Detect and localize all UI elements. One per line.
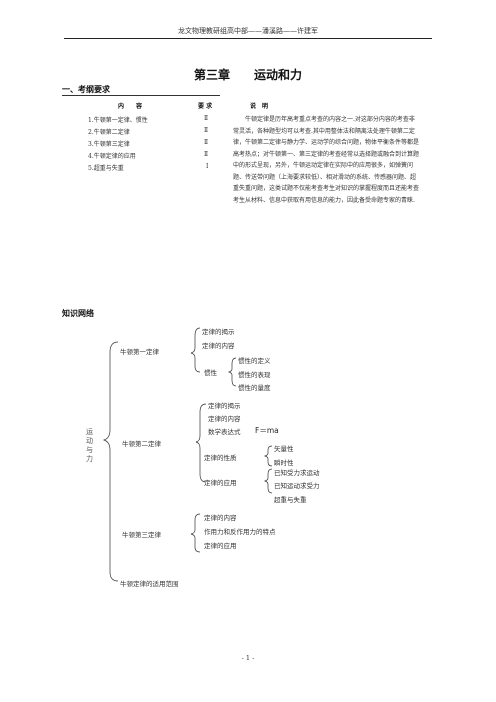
tree-node-application: 定律的应用 bbox=[204, 479, 237, 487]
section-knowledge-network-title: 知识网络 bbox=[62, 309, 94, 318]
tree-node-first-law: 牛顿第一定律 bbox=[120, 348, 159, 356]
column-header-requirement: 要 求 bbox=[198, 103, 213, 110]
tree-leaf: 惯性的定义 bbox=[238, 357, 271, 365]
brace-second-law bbox=[195, 403, 207, 483]
requirement-row-content: 4.牛顿定律的应用 bbox=[88, 153, 136, 160]
requirement-row-level: Ⅱ bbox=[204, 115, 209, 122]
tree-leaf: 定律的揭示 bbox=[208, 402, 241, 410]
requirement-row-content: 3.牛顿第三定律 bbox=[88, 141, 130, 148]
chapter-title: 第三章 运动和力 bbox=[193, 68, 302, 82]
requirement-row-level: Ⅰ bbox=[206, 163, 209, 170]
requirement-row-content: 2.牛顿第二定律 bbox=[88, 129, 130, 136]
root-brace bbox=[102, 341, 119, 582]
requirement-row-level: Ⅱ bbox=[204, 127, 209, 134]
tree-leaf: 定律的揭示 bbox=[202, 328, 235, 336]
tree-leaf: 惯性的表现 bbox=[238, 371, 271, 379]
tree-leaf: 定律的内容 bbox=[204, 514, 237, 522]
requirement-row-content: 1.牛顿第一定律、惯性 bbox=[88, 117, 148, 124]
tree-leaf: 作用力和反作用力的特点 bbox=[204, 528, 276, 536]
tree-root-label: 运动与力 bbox=[86, 428, 93, 463]
tree-leaf: 定律的内容 bbox=[202, 342, 235, 350]
tree-node-properties: 定律的性质 bbox=[204, 454, 237, 462]
header-divider bbox=[64, 38, 432, 39]
tree-leaf: 已知受力求运动 bbox=[274, 469, 320, 477]
brace-application bbox=[263, 468, 273, 494]
brace-inertia bbox=[227, 357, 237, 387]
tree-leaf: 定律的应用 bbox=[204, 542, 237, 550]
page-number: - 1 - bbox=[241, 654, 255, 662]
exam-note-paragraph: 牛顿定律是历年高考重点考查的内容之一.对这部分内容的考查非常灵活，各种题型均可以… bbox=[233, 116, 420, 204]
requirement-row-level: Ⅱ bbox=[204, 139, 209, 146]
tree-leaf: 已知运动求受力 bbox=[274, 482, 320, 490]
tree-node-second-law: 牛顿第二定律 bbox=[122, 440, 161, 448]
requirement-row-content: 5.超重与失重 bbox=[88, 165, 124, 172]
tree-node-third-law: 牛顿第三定律 bbox=[122, 531, 161, 539]
tree-leaf: 定律的内容 bbox=[208, 415, 241, 423]
tree-leaf: 超重与失重 bbox=[274, 496, 307, 504]
column-header-note: 说 明 bbox=[250, 103, 269, 110]
brace-properties bbox=[263, 445, 273, 467]
tree-leaf: 矢量性 bbox=[274, 445, 294, 453]
formula-newton-second-law: F＝ma bbox=[255, 426, 279, 435]
tree-leaf: 惯性的量度 bbox=[238, 384, 271, 392]
brace-third-law bbox=[190, 513, 201, 553]
tree-node-applicability: 牛顿定律的适用范围 bbox=[120, 580, 179, 588]
brace-first-law bbox=[190, 327, 201, 373]
tree-leaf: 数学表达式 bbox=[208, 428, 241, 436]
column-header-content: 内 容 bbox=[118, 103, 143, 110]
section-underline bbox=[62, 95, 220, 96]
requirement-row-level: Ⅱ bbox=[204, 151, 209, 158]
section-exam-requirements-title: 一、考纲要求 bbox=[62, 85, 110, 94]
page-header: 龙文物理教研组高中部——潘溪路——许建军 bbox=[178, 27, 318, 35]
tree-leaf: 瞬时性 bbox=[274, 459, 294, 467]
tree-node-inertia: 惯性 bbox=[204, 369, 217, 377]
